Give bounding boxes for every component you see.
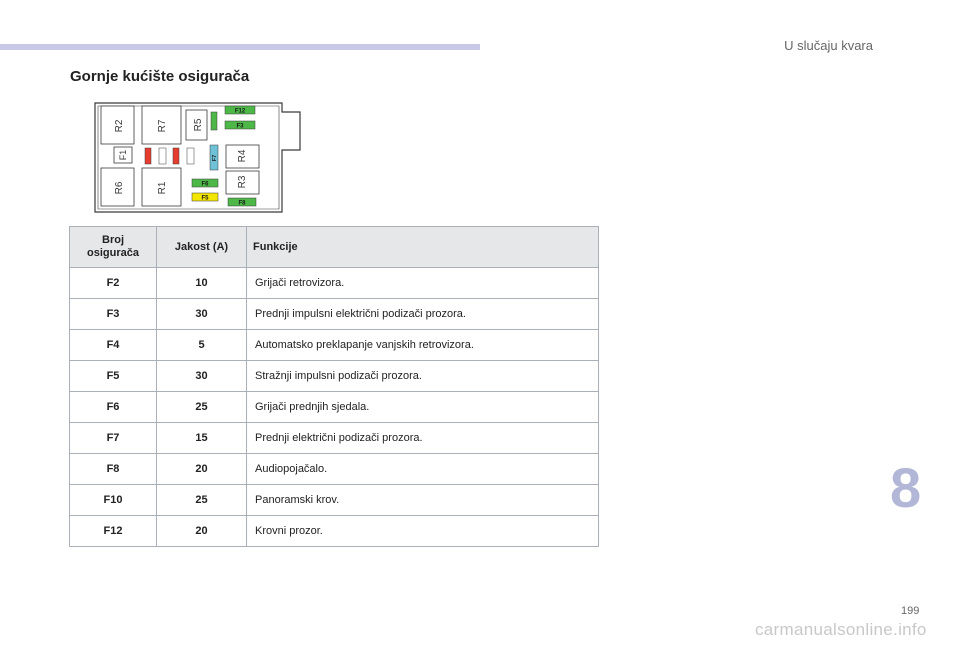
fuse-table: Broj osigurača Jakost (A) Funkcije F2 10… [69, 226, 599, 547]
fuse-number-cell: F7 [69, 422, 157, 454]
fuse-f8 [227, 197, 257, 207]
relay-r5 [185, 109, 208, 141]
amperage-cell: 10 [156, 267, 247, 299]
table-row: F6 25 Grijači prednjih sjedala. [69, 391, 599, 423]
function-cell: Audiopojačalo. [246, 453, 599, 485]
fuse-f1-label: F1 [118, 150, 128, 161]
function-cell: Krovni prozor. [246, 515, 599, 547]
table-row: F7 15 Prednji električni podizači prozor… [69, 422, 599, 454]
fuse-box-svg: R2 R7 R5 R4 R6 R1 R3 F1 F12 F3 F7 [94, 102, 301, 213]
fuse-f7 [209, 144, 219, 171]
relay-r6 [100, 167, 135, 207]
page-heading: Gornje kućište osigurača [70, 68, 250, 85]
fuse-f5-label: F5 [201, 196, 209, 202]
relay-r2 [100, 105, 135, 145]
header-fuse-number: Broj osigurača [69, 226, 157, 268]
fuse-f1 [113, 146, 133, 164]
fuse-number-cell: F10 [69, 484, 157, 516]
section-title: U slučaju kvara [784, 38, 873, 53]
relay-r7 [141, 105, 182, 145]
fuse-f6 [191, 178, 219, 188]
relay-r7-label: R7 [157, 119, 168, 132]
table-row: F8 20 Audiopojačalo. [69, 453, 599, 485]
amperage-cell: 25 [156, 484, 247, 516]
fuse-red-2 [172, 147, 180, 165]
relay-r4 [225, 144, 260, 169]
relay-r3 [225, 170, 260, 195]
table-row: F4 5 Automatsko preklapanje vanjskih ret… [69, 329, 599, 361]
relay-r5-label: R5 [193, 118, 204, 131]
fuse-green-small [210, 111, 218, 131]
relay-r6-label: R6 [114, 181, 125, 194]
top-accent-bar [0, 44, 480, 50]
amperage-cell: 30 [156, 298, 247, 330]
fuse-number-cell: F5 [69, 360, 157, 392]
amperage-cell: 20 [156, 515, 247, 547]
function-cell: Grijači prednjih sjedala. [246, 391, 599, 423]
fuse-f3 [224, 120, 256, 130]
fuse-number-cell: F3 [69, 298, 157, 330]
table-row: F10 25 Panoramski krov. [69, 484, 599, 516]
table-header-row: Broj osigurača Jakost (A) Funkcije [69, 226, 599, 268]
relay-r3-label: R3 [237, 175, 248, 188]
fuse-f7-label: F7 [212, 155, 218, 161]
function-cell: Automatsko preklapanje vanjskih retroviz… [246, 329, 599, 361]
amperage-cell: 25 [156, 391, 247, 423]
amperage-cell: 20 [156, 453, 247, 485]
function-cell: Grijači retrovizora. [246, 267, 599, 299]
fuse-white-1 [158, 147, 167, 165]
fuse-f5 [191, 192, 219, 202]
amperage-cell: 30 [156, 360, 247, 392]
relay-r1-label: R1 [157, 181, 168, 194]
fuse-number-cell: F4 [69, 329, 157, 361]
page-number: 199 [901, 605, 920, 617]
function-cell: Prednji električni podizači prozora. [246, 422, 599, 454]
relay-r4-label: R4 [237, 149, 248, 162]
fuse-f6-label: F6 [201, 182, 209, 188]
relay-r2-label: R2 [114, 119, 125, 132]
chapter-number: 8 [890, 456, 922, 519]
amperage-cell: 5 [156, 329, 247, 361]
header-functions: Funkcije [246, 226, 599, 268]
fuse-box-diagram: R2 R7 R5 R4 R6 R1 R3 F1 F12 F3 F7 [92, 100, 312, 215]
header-amperage: Jakost (A) [156, 226, 247, 268]
fuse-white-2 [186, 147, 195, 165]
fuse-number-cell: F8 [69, 453, 157, 485]
function-cell: Panoramski krov. [246, 484, 599, 516]
function-cell: Stražnji impulsni podizači prozora. [246, 360, 599, 392]
watermark: carmanualsonline.info [755, 620, 927, 639]
fuse-f3-label: F3 [236, 124, 244, 130]
fuse-f8-label: F8 [238, 201, 246, 207]
fuse-number-cell: F2 [69, 267, 157, 299]
housing-inner-outline [97, 105, 280, 210]
fuse-f12 [224, 105, 256, 115]
table-row: F3 30 Prednji impulsni električni podiza… [69, 298, 599, 330]
fuse-red-1 [144, 147, 152, 165]
table-row: F2 10 Grijači retrovizora. [69, 267, 599, 299]
table-row: F5 30 Stražnji impulsni podizači prozora… [69, 360, 599, 392]
table-row: F12 20 Krovni prozor. [69, 515, 599, 547]
fuse-number-cell: F6 [69, 391, 157, 423]
function-cell: Prednji impulsni električni podizači pro… [246, 298, 599, 330]
amperage-cell: 15 [156, 422, 247, 454]
fuse-f12-label: F12 [235, 109, 246, 115]
relay-r1 [141, 167, 182, 207]
fuse-number-cell: F12 [69, 515, 157, 547]
